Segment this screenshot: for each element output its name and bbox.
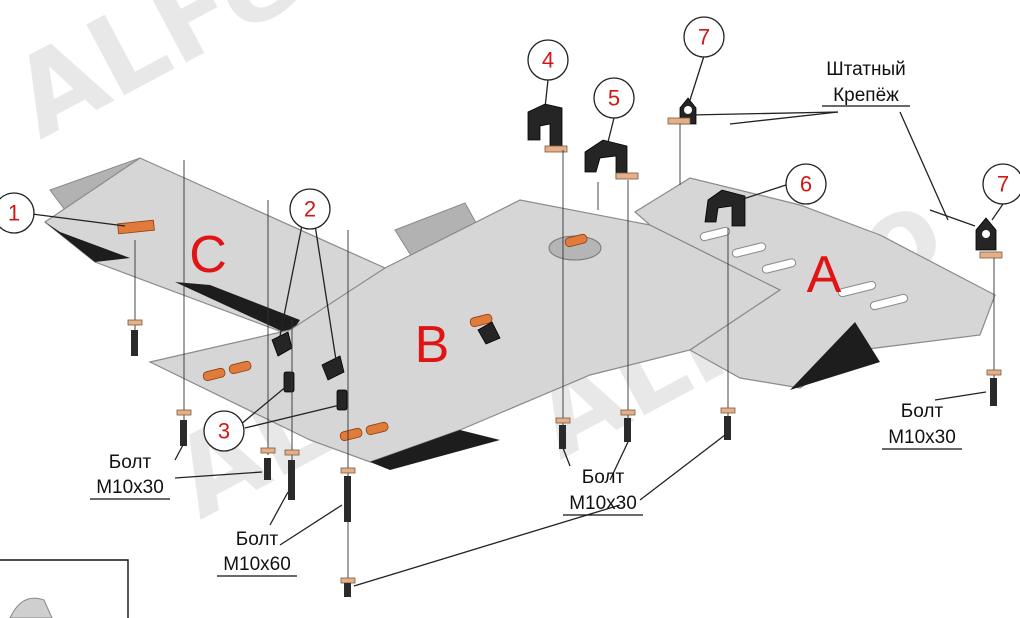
bracket-6 [704, 189, 746, 227]
svg-text:3: 3 [218, 419, 230, 444]
bolt-axes [134, 124, 995, 590]
callout-1: 1 [0, 192, 35, 234]
pad-c [117, 219, 155, 235]
svg-text:6: 6 [800, 172, 812, 197]
callout-2: 2 [289, 188, 331, 230]
svg-text:M10x30: M10x30 [569, 493, 637, 514]
svg-text:Крепёж: Крепёж [833, 85, 899, 106]
plate-a [633, 177, 996, 390]
svg-text:Болт: Болт [109, 452, 152, 473]
label-bolt-left: Болт M10x30 [90, 452, 170, 500]
svg-text:M10x30: M10x30 [888, 427, 956, 448]
svg-text:Болт: Болт [901, 401, 944, 422]
svg-text:Штатный: Штатный [826, 59, 906, 80]
callout-6: 6 [785, 163, 827, 205]
svg-text:ALFeco: ALFeco [0, 0, 442, 163]
callout-7-right: 7 [982, 163, 1020, 205]
bolts [127, 319, 1002, 597]
callout-5: 5 [593, 77, 635, 119]
section-letter-a: A [807, 246, 842, 304]
svg-text:7: 7 [698, 25, 710, 50]
bracket-5 [584, 139, 639, 180]
label-bolt-middle: Болт M10x30 [563, 467, 643, 516]
svg-text:Болт: Болт [236, 529, 279, 550]
section-letter-c: C [189, 226, 227, 284]
bracket-7-left [667, 97, 697, 125]
svg-text:Болт: Болт [582, 467, 625, 488]
inset-frame [0, 559, 129, 618]
svg-text:7: 7 [997, 172, 1009, 197]
callout-3: 3 [203, 410, 245, 452]
spacers-2 [271, 331, 345, 381]
label-bolt-right: Болт M10x30 [882, 401, 962, 450]
callout-4: 4 [527, 39, 569, 81]
bracket-4 [527, 103, 568, 153]
svg-text:M10x60: M10x60 [223, 554, 291, 575]
label-stock-fastener: Штатный Крепёж [822, 59, 910, 107]
callout-7-left: 7 [683, 16, 725, 58]
label-bolt-m60: Болт M10x60 [217, 529, 297, 577]
svg-text:2: 2 [304, 197, 316, 222]
plate-b [148, 199, 782, 470]
svg-text:M10x30: M10x30 [96, 477, 164, 498]
svg-text:5: 5 [608, 86, 620, 111]
leader-lines [31, 55, 1004, 587]
section-letter-b: B [415, 316, 450, 374]
svg-text:4: 4 [542, 48, 554, 73]
svg-text:1: 1 [8, 201, 20, 226]
bracket-7-right [975, 217, 1003, 259]
